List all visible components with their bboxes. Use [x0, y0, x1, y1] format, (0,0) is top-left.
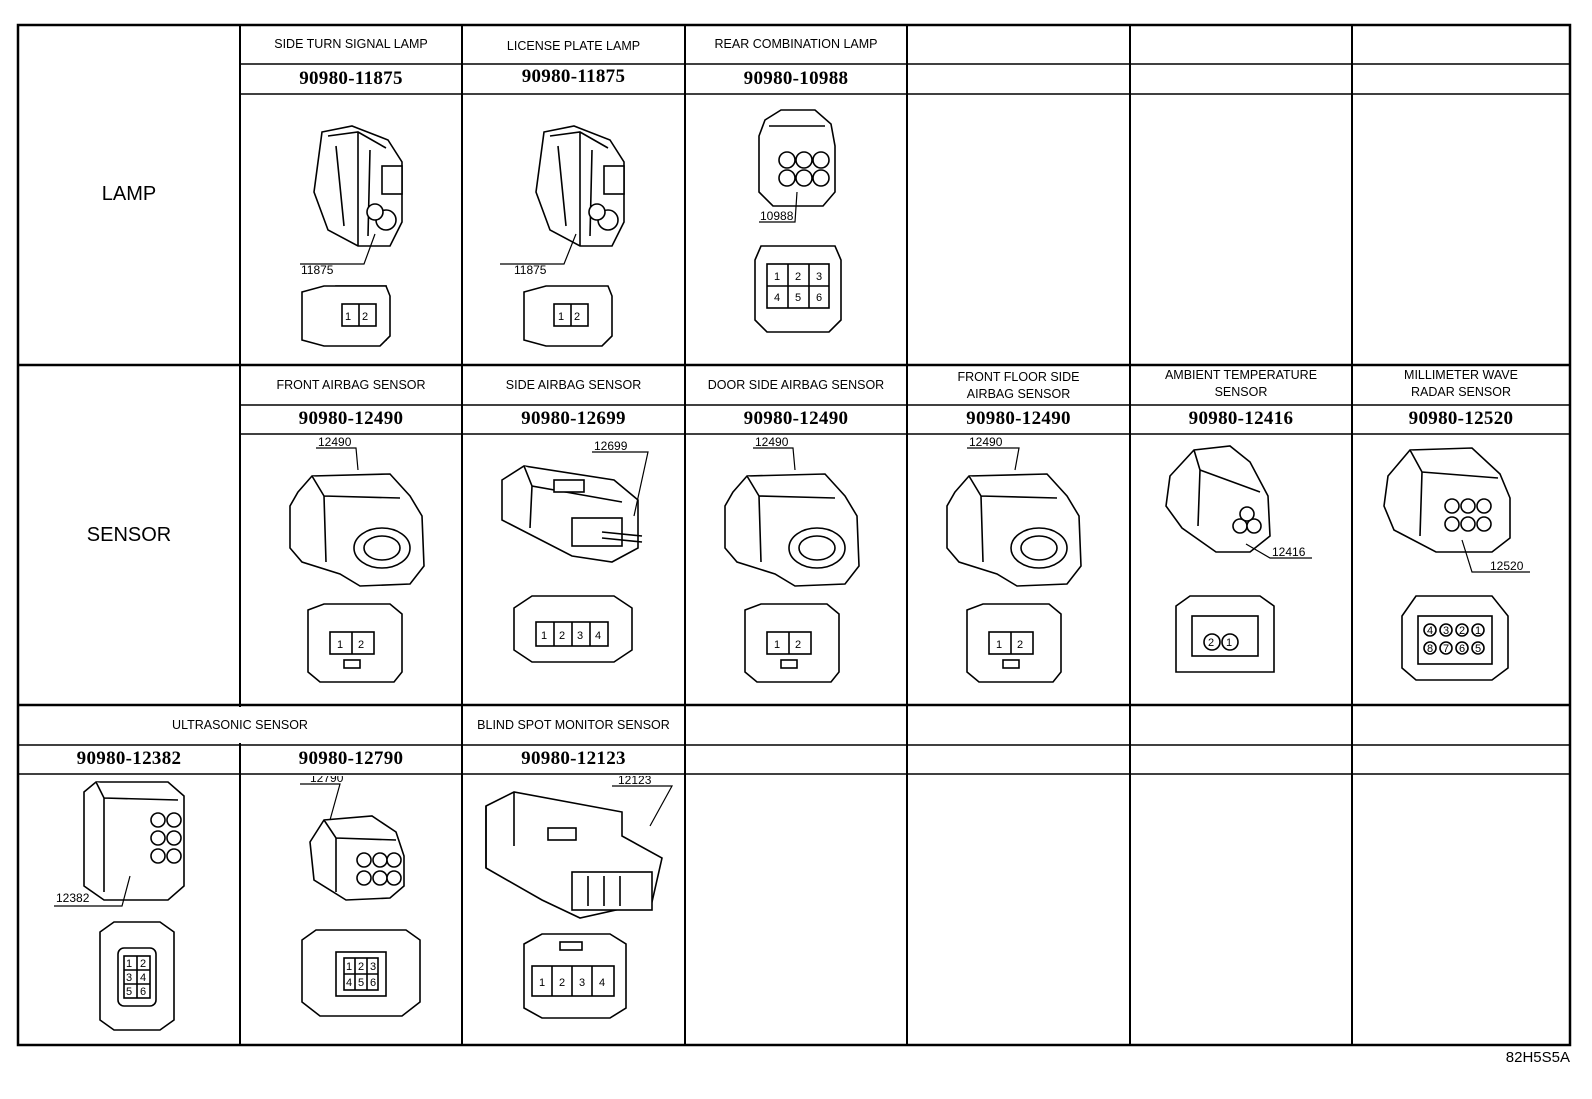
- pin-number: 3: [816, 271, 822, 283]
- diagram-code: 82H5S5A: [1505, 1049, 1570, 1066]
- part-number: 90980-12123: [521, 748, 626, 769]
- front-airbag-sensor-label: FRONT AIRBAG SENSOR: [276, 378, 426, 392]
- pin-number: 2: [140, 958, 146, 970]
- side-turn-signal-lamp-label: SIDE TURN SIGNAL LAMP: [274, 37, 428, 51]
- pin-number: 2: [358, 639, 364, 651]
- pin-number: 1: [774, 271, 780, 283]
- callout-label: 12490: [755, 436, 789, 449]
- callout-label: 12490: [969, 436, 1003, 449]
- pin-number: 2: [559, 977, 565, 989]
- pin-number: 1: [345, 311, 351, 323]
- pin-number: 4: [774, 292, 780, 304]
- part-number: 90980-12416: [1188, 408, 1294, 429]
- callout-label: 12520: [1490, 559, 1524, 573]
- connector-12490-figure: 12490 1 2: [724, 436, 860, 683]
- pin-number: 5: [358, 977, 364, 989]
- part-number: 90980-11875: [299, 68, 403, 89]
- pin-number: 1: [1226, 637, 1232, 649]
- part-number: 90980-11875: [521, 66, 626, 87]
- pin-number: 4: [599, 977, 605, 989]
- pin-number: 2: [1459, 625, 1465, 637]
- pin-number: 1: [996, 639, 1002, 651]
- callout-label: 10988: [760, 209, 794, 223]
- pin-number: 6: [370, 977, 376, 989]
- pin-number: 1: [346, 961, 352, 973]
- callout-label: 12382: [56, 891, 90, 905]
- blind-spot-monitor-sensor-label: BLIND SPOT MONITOR SENSOR: [477, 718, 670, 732]
- pin-number: 2: [1017, 639, 1023, 651]
- callout-label: 12123: [618, 776, 652, 787]
- pin-number: 2: [1208, 637, 1214, 649]
- part-number: 90980-12382: [76, 748, 182, 769]
- pin-number: 1: [558, 311, 564, 323]
- pin-number: 3: [577, 630, 583, 642]
- pin-number: 5: [795, 292, 801, 304]
- pin-number: 3: [579, 977, 585, 989]
- connector-12416-figure: 12416 2 1: [1165, 445, 1312, 673]
- millimeter-wave-radar-sensor-label: MILLIMETER WAVE RADAR SENSOR: [1404, 368, 1518, 399]
- pin-number: 3: [126, 972, 132, 984]
- connector-11875-figure: 11875 1 2: [300, 125, 403, 347]
- part-number: 90980-12520: [1408, 408, 1514, 429]
- pin-number: 1: [539, 977, 545, 989]
- pin-number: 2: [362, 311, 368, 323]
- pin-number: 5: [1475, 643, 1481, 655]
- connector-12490-figure: 12490 1 2: [946, 436, 1082, 683]
- door-side-airbag-sensor-label: DOOR SIDE AIRBAG SENSOR: [707, 378, 885, 392]
- connector-10988-figure: 10988 1 2 3 4 5 6: [754, 109, 842, 333]
- part-number: 90980-12490: [743, 408, 849, 429]
- callout-label: 12490: [318, 436, 352, 449]
- category-sensor: SENSOR: [86, 524, 172, 546]
- connector-12382-figure: 12382 1 2 3 4 5 6: [54, 781, 185, 1031]
- pin-number: 4: [1427, 625, 1433, 637]
- front-floor-side-airbag-sensor-label: FRONT FLOOR SIDE AIRBAG SENSOR: [957, 370, 1080, 401]
- pin-number: 8: [1427, 643, 1433, 655]
- pin-number: 2: [559, 630, 565, 642]
- license-plate-lamp-label: LICENSE PLATE LAMP: [506, 39, 641, 53]
- pin-number: 2: [795, 271, 801, 283]
- part-number: 90980-12699: [521, 408, 626, 429]
- pin-number: 1: [1475, 625, 1481, 637]
- pin-number: 6: [140, 986, 146, 998]
- pin-number: 7: [1443, 643, 1449, 655]
- connector-12790-figure: 12790 1 2 3 4 5 6: [300, 776, 421, 1017]
- ambient-temperature-sensor-label: AMBIENT TEMPERATURE SENSOR: [1164, 368, 1318, 399]
- pin-number: 4: [346, 977, 352, 989]
- pin-number: 6: [1459, 643, 1465, 655]
- pin-number: 5: [126, 986, 132, 998]
- pin-number: 1: [337, 639, 343, 651]
- part-number: 90980-12790: [298, 748, 404, 769]
- connector-11875-figure: 11875 1 2: [500, 125, 625, 347]
- callout-label: 12416: [1272, 545, 1306, 559]
- pin-number: 1: [126, 958, 132, 970]
- pin-number: 6: [816, 292, 822, 304]
- side-airbag-sensor-label: SIDE AIRBAG SENSOR: [505, 378, 642, 392]
- callout-label: 11875: [301, 263, 334, 277]
- pin-number: 1: [774, 639, 780, 651]
- pin-number: 3: [1443, 625, 1449, 637]
- part-number: 90980-10988: [743, 68, 849, 89]
- part-number: 90980-12490: [298, 408, 404, 429]
- pin-number: 3: [370, 961, 376, 973]
- pin-number: 2: [795, 639, 801, 651]
- category-lamp: LAMP: [101, 183, 157, 205]
- callout-label: 12790: [310, 776, 344, 785]
- ultrasonic-sensor-label: ULTRASONIC SENSOR: [172, 718, 308, 732]
- pin-number: 2: [358, 961, 364, 973]
- pin-number: 4: [140, 972, 146, 984]
- callout-label: 11875: [514, 263, 547, 277]
- connector-12520-figure: 12520 4 3 2 1 8 7 6 5: [1383, 447, 1530, 681]
- rear-combination-lamp-label: REAR COMBINATION LAMP: [714, 37, 878, 51]
- connector-12123-figure: 12123 1 2 3 4: [485, 776, 674, 1019]
- callout-label: 12699: [594, 439, 628, 453]
- connector-12490-figure: 12490 1 2: [289, 436, 425, 683]
- connector-12699-figure: 12699 1 2 3 4: [501, 439, 649, 663]
- part-number: 90980-12490: [966, 408, 1071, 429]
- pin-number: 4: [595, 630, 601, 642]
- pin-number: 2: [574, 311, 580, 323]
- pin-number: 1: [541, 630, 547, 642]
